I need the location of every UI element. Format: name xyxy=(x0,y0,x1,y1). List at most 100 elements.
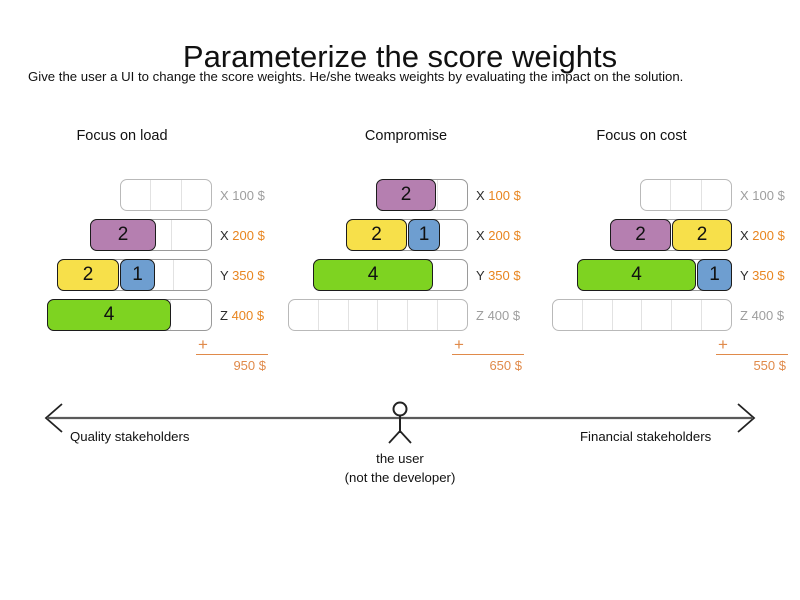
slider-fill-group: 2 xyxy=(90,219,157,251)
slider-track-area[interactable] xyxy=(20,179,212,211)
slider-track-area[interactable] xyxy=(276,299,468,331)
slider-track-cell[interactable] xyxy=(289,300,319,330)
weight-slider-row: 4 Y 350 $ xyxy=(276,255,546,295)
row-cost-label: X 200 $ xyxy=(740,228,785,243)
slider-track-cell[interactable] xyxy=(642,300,673,330)
weight-slider-row: X 100 $ xyxy=(20,175,290,215)
slider-track[interactable] xyxy=(120,179,212,211)
column-title: Focus on load xyxy=(76,128,168,144)
stakeholder-spectrum: Quality stakeholders Financial stakehold… xyxy=(0,398,800,508)
row-letter: Z xyxy=(220,307,228,323)
weight-segment[interactable]: 4 xyxy=(313,259,433,291)
row-letter: X xyxy=(476,227,485,243)
row-amount: 400 $ xyxy=(751,307,785,323)
slider-track-cell[interactable] xyxy=(135,260,174,290)
slider-track-cell[interactable] xyxy=(438,300,467,330)
slider-track-cell[interactable] xyxy=(583,300,613,330)
row-letter: Y xyxy=(220,267,229,283)
user-caption-line1: the user xyxy=(376,451,424,466)
weight-segment[interactable]: 1 xyxy=(408,219,440,251)
arrow-head-left xyxy=(44,403,63,433)
slider-track-cell[interactable] xyxy=(172,220,211,250)
row-amount: 350 $ xyxy=(488,267,521,283)
weight-segment[interactable]: 2 xyxy=(57,259,119,291)
slider-track-cell[interactable] xyxy=(319,300,349,330)
row-amount: 200 $ xyxy=(752,227,785,243)
row-amount: 400 $ xyxy=(231,307,265,323)
slider-track-cell[interactable] xyxy=(702,300,731,330)
slider-track-cell[interactable] xyxy=(378,300,409,330)
slider-track-cell[interactable] xyxy=(438,180,467,210)
row-amount: 400 $ xyxy=(487,307,521,323)
total-plus-sign: + xyxy=(716,336,788,355)
weight-segment[interactable]: 2 xyxy=(376,179,436,211)
weight-segment[interactable]: 2 xyxy=(672,219,732,251)
slider-track-area[interactable]: 4 xyxy=(276,259,468,291)
total-inner: +950 $ xyxy=(196,336,268,373)
row-amount: 100 $ xyxy=(752,187,785,203)
weight-segment[interactable]: 2 xyxy=(346,219,407,251)
slider-track-cell[interactable] xyxy=(121,180,152,210)
row-cost-label: Z 400 $ xyxy=(220,308,264,323)
slider-track-cell[interactable] xyxy=(151,180,182,210)
slider-track-area[interactable]: 4 xyxy=(20,299,212,331)
row-cost-label: Z 400 $ xyxy=(740,308,784,323)
weight-segment[interactable]: 1 xyxy=(120,259,155,291)
slider-track-area[interactable]: 2 xyxy=(276,179,468,211)
weight-segment[interactable]: 2 xyxy=(610,219,671,251)
total-inner: +550 $ xyxy=(716,336,788,373)
slider-track-cell[interactable] xyxy=(553,300,583,330)
slider-track-cell[interactable] xyxy=(131,220,172,250)
weight-segment[interactable]: 4 xyxy=(47,299,171,331)
row-amount: 200 $ xyxy=(488,227,521,243)
weight-slider-row: 2 X 100 $ xyxy=(276,175,546,215)
weight-slider-row: 4 Z 400 $ xyxy=(20,295,290,335)
slider-track-cell[interactable] xyxy=(641,180,672,210)
slider-track-cell[interactable] xyxy=(672,300,703,330)
slider-fill-group: 2 xyxy=(376,179,437,211)
slider-track-cell[interactable] xyxy=(349,300,379,330)
slider-track-cell[interactable] xyxy=(182,180,211,210)
slider-track-cell[interactable] xyxy=(671,180,702,210)
slider-track-cell[interactable] xyxy=(171,300,211,330)
slider-track-cell[interactable] xyxy=(407,180,438,210)
slider-track-area[interactable]: 2 xyxy=(20,219,212,251)
arrow-head-right xyxy=(737,403,756,433)
row-letter: Z xyxy=(476,307,484,323)
slider-track-cell[interactable] xyxy=(174,260,212,290)
weight-segment[interactable]: 4 xyxy=(577,259,696,291)
slider-track[interactable] xyxy=(288,299,468,331)
slider-track[interactable] xyxy=(640,179,732,211)
column-title: Compromise xyxy=(364,128,448,144)
row-letter: Y xyxy=(476,267,485,283)
column-total: +950 $ xyxy=(20,335,290,379)
slider-fill-group: 4 xyxy=(313,259,434,291)
slider-track-cell[interactable] xyxy=(408,300,439,330)
slider-track-area[interactable] xyxy=(540,179,732,211)
axis-label-quality: Quality stakeholders xyxy=(70,429,190,444)
slider-track-cell[interactable] xyxy=(613,300,643,330)
weight-segment[interactable]: 1 xyxy=(697,259,732,291)
row-cost-label: X 100 $ xyxy=(476,188,521,203)
row-letter: Y xyxy=(740,267,749,283)
slider-track[interactable] xyxy=(552,299,732,331)
row-cost-label: X 100 $ xyxy=(220,188,265,203)
row-letter: X xyxy=(476,187,485,203)
slider-track-cell[interactable] xyxy=(430,260,468,290)
slider-track-area[interactable] xyxy=(540,299,732,331)
slider-track-cell[interactable] xyxy=(702,180,731,210)
column-title: Focus on cost xyxy=(596,128,687,144)
spectrum-arrow-svg xyxy=(44,401,756,444)
weight-segment[interactable]: 2 xyxy=(90,219,156,251)
